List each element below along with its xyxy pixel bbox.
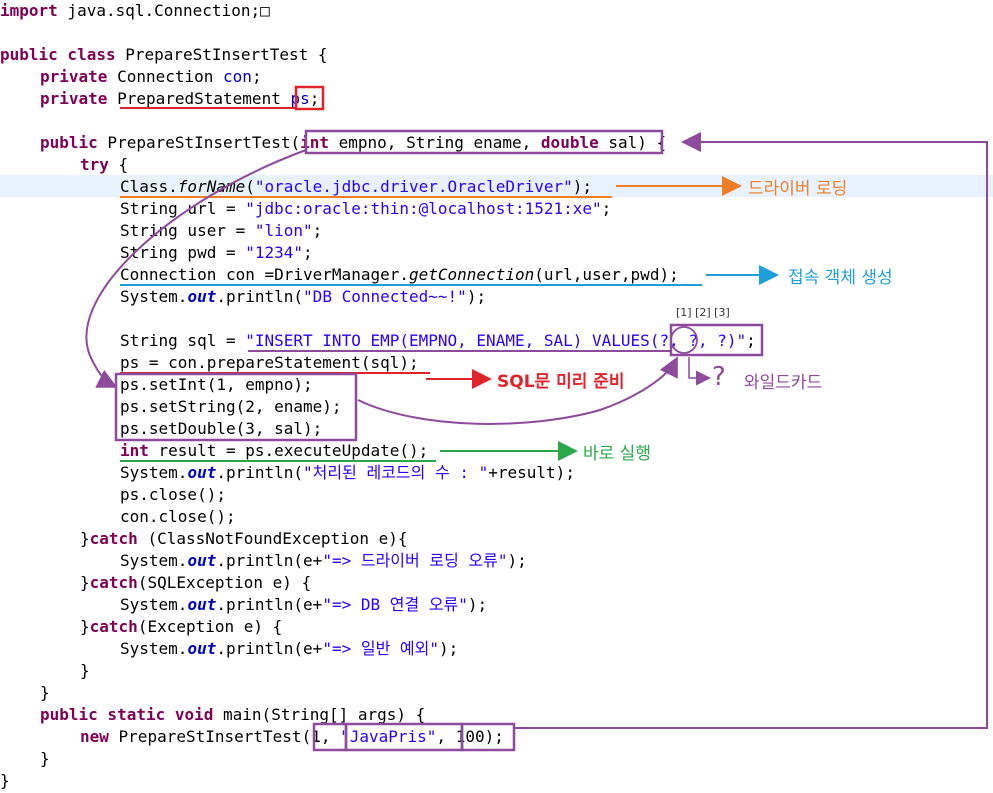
code-line-29: }catch(Exception e) { xyxy=(80,617,283,636)
code-line-19: ps.setString(2, ename); xyxy=(120,397,342,416)
code-line-17: ps = con.prepareStatement(sql); xyxy=(120,353,419,372)
annotation-driver-loading: 드라이버 로딩 xyxy=(748,179,848,199)
code-line-20: ps.setDouble(3, sal); xyxy=(120,419,323,438)
code-line-36: } xyxy=(0,771,10,790)
code-line-8: try { xyxy=(80,155,129,174)
current-line-highlight xyxy=(0,175,993,197)
code-line-21: int result = ps.executeUpdate(); xyxy=(120,441,429,460)
code-line-5: private PreparedStatement ps; xyxy=(40,89,320,108)
annotation-connection-create: 접속 객체 생성 xyxy=(788,268,893,288)
annotation-sql-prepare: SQL문 미리 준비 xyxy=(497,372,625,392)
annotation-wildcard: 와일드카드 xyxy=(744,373,823,393)
arg-100-box xyxy=(460,722,516,752)
code-line-11: String user = "lion"; xyxy=(120,221,323,240)
code-line-23: ps.close(); xyxy=(120,485,226,504)
code-line-31: } xyxy=(80,661,90,680)
args-to-params-connector xyxy=(514,132,988,729)
code-line-30: System.out.println(e+"=> 일반 예외"); xyxy=(120,639,459,658)
annotation-index-labels: [1] [2] [3] xyxy=(676,306,730,319)
ps-field-box xyxy=(294,85,325,111)
code-line-27: }catch(SQLException e) { xyxy=(80,573,312,592)
folded-import-icon[interactable]: □ xyxy=(260,1,270,20)
code-line-28: System.out.println(e+"=> DB 연결 오류"); xyxy=(120,595,488,614)
code-line-22: System.out.println("처리된 레코드의 수 : "+resul… xyxy=(120,463,575,482)
first-placeholder-circle xyxy=(670,326,698,354)
constructor-params-box xyxy=(304,129,664,155)
code-line-25: }catch (ClassNotFoundException e){ xyxy=(80,529,408,548)
code-line-18: ps.setInt(1, empno); xyxy=(120,375,313,394)
code-line-33: public static void main(String[] args) { xyxy=(40,705,426,724)
annotation-wildcard-question: ? xyxy=(712,362,726,392)
annotation-execute: 바로 실행 xyxy=(583,444,651,464)
code-line-4: private Connection con; xyxy=(40,67,262,86)
code-line-24: con.close(); xyxy=(120,507,236,526)
code-line-16: String sql = "INSERT INTO EMP(EMPNO, ENA… xyxy=(120,331,756,350)
code-line-34: new PrepareStInsertTest(1, "JavaPris", 1… xyxy=(80,727,504,746)
code-line-26: System.out.println(e+"=> 드라이버 로딩 오류"); xyxy=(120,551,527,570)
code-line-10: String url = "jdbc:oracle:thin:@localhos… xyxy=(120,199,612,218)
code-line-13: Connection con =DriverManager.getConnect… xyxy=(120,265,679,284)
setter-calls-box xyxy=(114,372,358,442)
setters-to-placeholders-curve xyxy=(357,356,678,425)
code-line-12: String pwd = "1234"; xyxy=(120,243,313,262)
placeholders-box xyxy=(669,323,764,357)
code-line-9: Class.forName("oracle.jdbc.driver.Oracle… xyxy=(120,177,593,196)
code-line-7: public PrepareStInsertTest(int empno, St… xyxy=(40,133,667,152)
code-line-1: import java.sql.Connection;□ xyxy=(0,1,270,20)
code-line-14: System.out.println("DB Connected~~!"); xyxy=(120,287,487,306)
arg-javapris-box xyxy=(344,722,464,752)
wildcard-arrow xyxy=(688,357,711,386)
params-to-setters-curve xyxy=(85,149,307,388)
code-line-3: public class PrepareStInsertTest { xyxy=(0,45,328,64)
code-line-35: } xyxy=(40,749,50,768)
code-line-32: } xyxy=(40,683,50,702)
arg-1-box xyxy=(312,722,348,752)
